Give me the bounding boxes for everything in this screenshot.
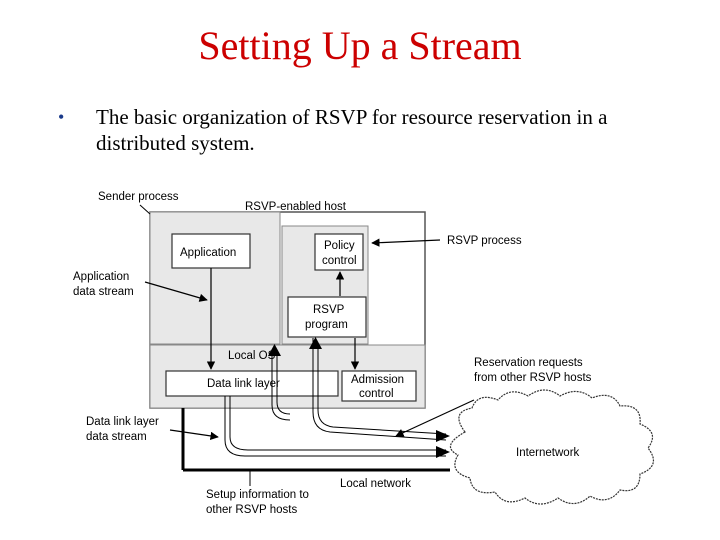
setup-info-arrowhead [268, 344, 281, 356]
slide-title: Setting Up a Stream [198, 23, 522, 68]
program-network-arrowhead [309, 337, 322, 349]
setup-info-line [271, 353, 291, 421]
datalink-stream-label-2: data stream [86, 431, 147, 443]
datalink-network-arrowhead [436, 446, 450, 458]
datalink-network-line-1 [224, 396, 446, 457]
policy-control-box [314, 233, 364, 271]
local-os-label: Local OS [228, 350, 276, 362]
policy-control-label-2: control [322, 255, 357, 267]
bullet-icon: • [58, 107, 65, 127]
admission-control-label-2: control [359, 388, 394, 400]
bullet-item: • The basic organization of RSVP for res… [58, 104, 678, 156]
datalink-stream-arrow [169, 429, 219, 441]
application-label: Application [180, 247, 236, 259]
sender-process-pointer [139, 204, 151, 215]
local-network-label: Local network [340, 478, 411, 490]
reservation-requests-label-2: from other RSVP hosts [474, 372, 592, 384]
reservation-requests-arrow [395, 399, 475, 437]
rsvp-process-arrow [371, 238, 441, 247]
bullet-text: The basic organization of RSVP for resou… [96, 105, 608, 155]
network-arrowhead-2 [436, 430, 450, 442]
app-data-stream-label-1: Application [73, 271, 129, 283]
sender-process-label: Sender process [98, 191, 179, 203]
app-data-stream-label-2: data stream [73, 286, 134, 298]
internetwork-label: Internetwork [516, 447, 580, 459]
rsvp-program-box [287, 296, 367, 338]
sender-process-box [149, 211, 281, 345]
application-box [171, 233, 251, 269]
policy-control-label-1: Policy [324, 240, 355, 252]
reservation-requests-label-1: Reservation requests [474, 357, 583, 369]
rsvp-program-label-2: program [305, 319, 348, 331]
setup-info-line-inner [276, 353, 291, 415]
app-data-stream-arrow [144, 281, 208, 302]
setup-info-label-2: other RSVP hosts [206, 504, 297, 516]
data-link-layer-box [165, 370, 339, 397]
internetwork-cloud [449, 389, 655, 505]
program-network-line-2 [317, 345, 447, 435]
rsvp-process-label: RSVP process [447, 235, 522, 247]
rsvp-program-label-1: RSVP [313, 304, 345, 316]
setup-info-label-1: Setup information to [206, 489, 309, 501]
data-link-layer-label: Data link layer [207, 378, 280, 390]
datalink-stream-label-1: Data link layer [86, 416, 159, 428]
rsvp-enabled-host-label: RSVP-enabled host [245, 201, 347, 213]
admission-control-box [341, 370, 417, 402]
program-network-line [312, 338, 447, 441]
datalink-network-line-2 [229, 396, 446, 451]
admission-control-label-1: Admission [351, 374, 404, 386]
